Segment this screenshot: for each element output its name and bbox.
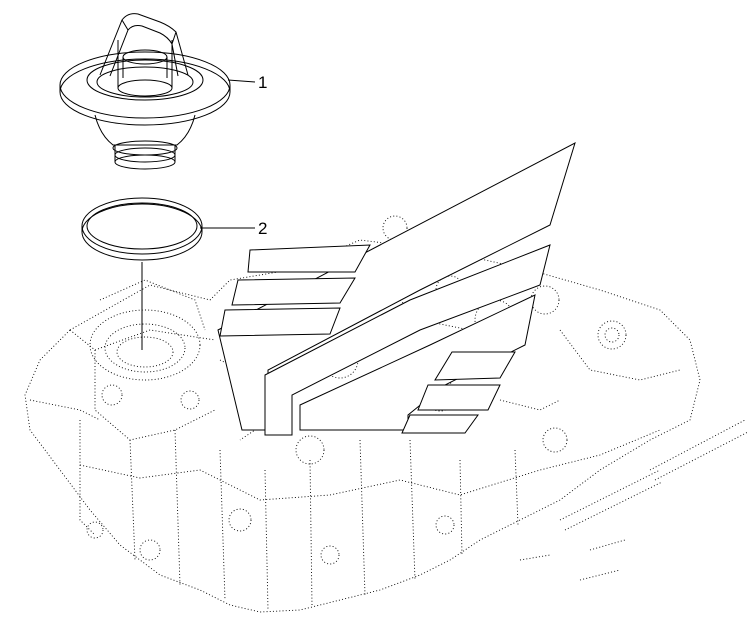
callout-label-1: 1 <box>258 73 268 92</box>
o-ring-part <box>81 197 203 261</box>
thermostat-part <box>59 13 231 170</box>
callout-label-2: 2 <box>258 219 268 238</box>
leader-line-1 <box>227 79 256 83</box>
brand-logo-watermark <box>217 142 576 436</box>
